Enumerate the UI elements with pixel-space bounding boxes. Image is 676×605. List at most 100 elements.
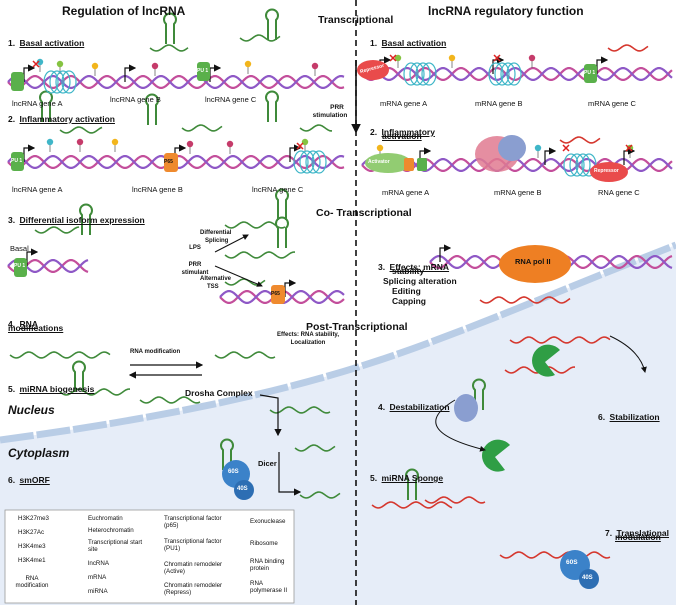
effect-line: Capping: [392, 296, 426, 306]
gene-label: lncRNA gene B: [132, 185, 183, 194]
histone-mark: [186, 140, 194, 148]
heterochromatin-coil: [415, 62, 431, 86]
heterochromatin-coil: [563, 153, 579, 177]
histone-mark: [46, 138, 54, 146]
pu1-factor: [14, 258, 27, 277]
lncrna-hairpin: [220, 438, 234, 470]
alternative-label: Alternative: [200, 276, 232, 282]
activator: [365, 153, 411, 173]
legend-item: RNA polymerase II: [250, 580, 288, 595]
lncrna-strand: [269, 406, 331, 414]
blocked-mark: [625, 144, 633, 152]
right-section-1-heading: 1. Basal activation: [370, 38, 447, 48]
heterochromatin-coil: [311, 150, 327, 174]
rna-modification-label: RNA modification: [130, 349, 181, 355]
lncrna-strand: [59, 388, 131, 396]
tss-icon: [124, 64, 137, 82]
pu1-label: PU 1: [197, 68, 209, 74]
legend-item: Transcriptional factor (p65): [164, 515, 222, 530]
arrow: [278, 452, 302, 496]
histone-mark: [76, 138, 84, 146]
rna-binding-protein: [498, 135, 526, 161]
lncrna-hairpin: [79, 203, 93, 235]
localization-label: Localization: [290, 340, 326, 346]
gene-label: RNA gene C: [598, 188, 640, 197]
arrow: [435, 399, 486, 452]
tss-icon: [544, 147, 557, 165]
left-section-5-heading: 5. miRNA biogenesis: [8, 384, 95, 394]
lps-label: LPS: [189, 245, 201, 251]
mrna-strand: [559, 136, 601, 144]
arrow: [259, 394, 282, 437]
tss-icon: [439, 244, 452, 262]
left-section-4-heading: 4. RNA: [8, 319, 38, 329]
lncrna-hairpin: [39, 90, 53, 122]
heterochromatin-coil: [49, 70, 65, 94]
blocked-mark: [296, 142, 304, 150]
pu1-label: PU 1: [584, 70, 596, 76]
tss-icon: [289, 144, 302, 162]
prr-stimulation-line1: PRR: [330, 104, 344, 111]
drosha-label: Drosha Complex: [185, 388, 253, 398]
right-section-2-heading-line2: activation: [382, 131, 422, 141]
heterochromatin-coil: [305, 150, 321, 174]
nuclear-envelope: [0, 241, 676, 444]
differential-label: Differential: [200, 230, 232, 236]
histone-mark: [56, 60, 64, 68]
tss-icon: [623, 147, 636, 165]
pu1-factor: [584, 64, 597, 83]
lncrna-strand: [294, 444, 336, 452]
dicer-label: Dicer: [258, 459, 277, 468]
effect-line: Splicing alteration: [383, 276, 457, 286]
right-section-7-heading-line2: modulation: [615, 532, 661, 542]
right-section-7-heading: 7. Translational: [605, 528, 669, 538]
gene-label: mRNA gene A: [382, 188, 430, 197]
lncrna-strand: [181, 124, 223, 132]
lncrna-hairpin: [72, 360, 86, 392]
nucleus-label: Nucleus: [8, 403, 55, 417]
legend-item: Euchromatin: [88, 515, 123, 522]
legend-item: H3K27Ac: [18, 529, 45, 536]
arrow: [214, 265, 263, 287]
gene-label: lncRNA gene C: [205, 95, 257, 104]
rna-pol-ii: [499, 245, 571, 283]
pu1-label: PU 1: [14, 263, 26, 269]
left-section-6-heading: 6. smORF: [8, 475, 50, 485]
ribosome-large-label: 60S: [228, 469, 239, 475]
decorations: [9, 8, 649, 559]
lncrna-hairpin: [265, 8, 279, 40]
lncrna-hairpin: [145, 93, 159, 125]
histone-mark: [226, 140, 234, 148]
ribosome-small-label: 40S: [237, 486, 248, 492]
lncrna-strand: [9, 351, 111, 359]
heterochromatin-coil: [43, 70, 59, 94]
pu1-label: PU 1: [11, 158, 23, 164]
arrow: [609, 335, 647, 373]
heterochromatin-coil: [61, 70, 77, 94]
repressor: [590, 162, 628, 182]
lncrna-strand: [139, 396, 201, 404]
histone-mark: [394, 54, 402, 62]
effect-line: Editing: [392, 286, 421, 296]
histone-mark: [528, 54, 536, 62]
legend-item: mRNA: [88, 574, 107, 581]
lncrna-hairpin: [405, 468, 419, 500]
heterochromatin-coil: [299, 150, 315, 174]
pu1-factor: [417, 158, 427, 171]
pu1-factor: [11, 152, 24, 171]
lncrna-hairpin: [472, 378, 486, 410]
legend-item: RNA modification: [15, 575, 49, 590]
dna-strand: [361, 66, 673, 82]
mrna-strand: [499, 551, 611, 559]
gene-label: lncRNA gene A: [12, 185, 63, 194]
heterochromatin-coil: [494, 62, 510, 86]
lncrna-strand: [224, 221, 286, 229]
mrna-strand: [371, 501, 453, 509]
p65-factor: [164, 153, 178, 172]
heterochromatin-coil: [506, 62, 522, 86]
right-section-6-heading: 6. Stabilization: [598, 412, 660, 422]
heterochromatin-coil: [403, 62, 419, 86]
header-left: Regulation of lncRNA: [62, 4, 186, 18]
p65-factor: [404, 158, 414, 171]
